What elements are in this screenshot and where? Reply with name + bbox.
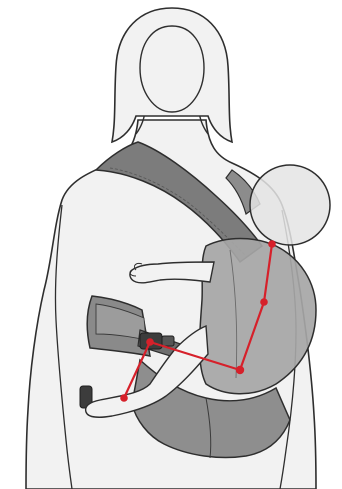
baby-arm [130,262,214,283]
guide-point-head-icon [268,240,276,248]
guide-point-back-icon [260,298,268,306]
guide-point-knee-icon [146,338,154,346]
guide-point-foot-icon [120,394,128,402]
baby-head [250,165,330,245]
guide-point-hip-icon [236,366,244,374]
adult-face [140,26,204,112]
